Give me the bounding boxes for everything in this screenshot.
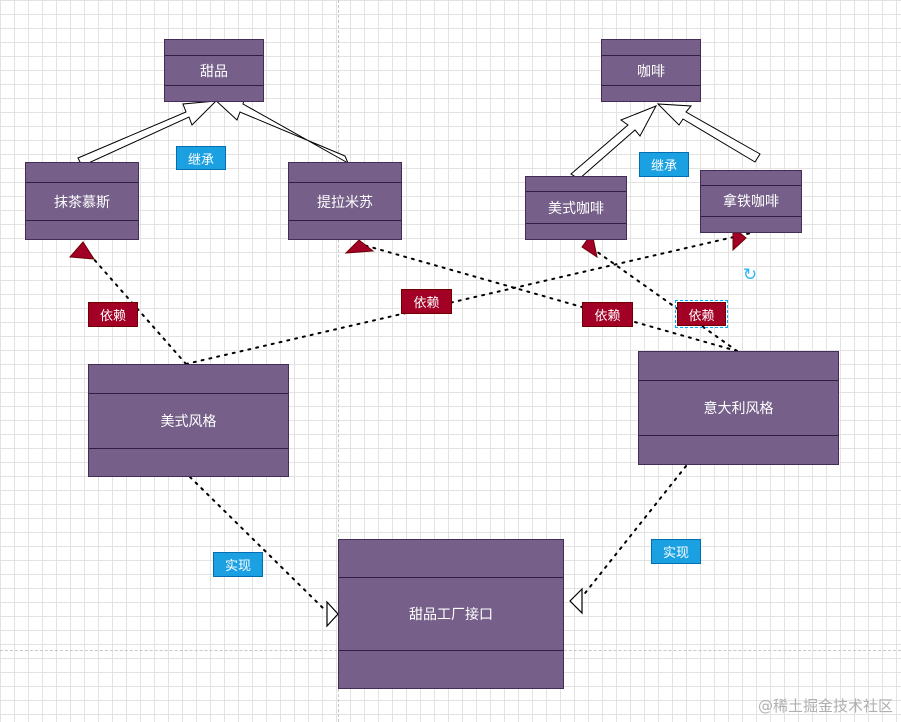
class-americano[interactable]: 美式咖啡 [525,176,627,240]
label-depend-mocha[interactable]: 依赖 [88,302,138,327]
class-name: 咖啡 [602,56,700,86]
class-methods-section [89,449,288,476]
vertical-guide-line [338,0,339,722]
class-name: 甜品 [165,56,263,86]
depend-line-american-to-mocha[interactable] [83,247,187,365]
class-name: 拿铁咖啡 [701,186,801,217]
class-methods-section [289,221,401,239]
class-kafei[interactable]: 咖啡 [601,39,701,102]
realize-arrowhead-left [326,600,339,628]
depend-arrowhead-tiramisu [344,239,375,254]
class-name: 意大利风格 [639,381,838,436]
class-name: 美式咖啡 [526,192,626,224]
label-depend-americano[interactable]: 依赖 [675,300,728,328]
depend-line-american-to-latte[interactable] [185,232,752,365]
class-latte[interactable]: 拿铁咖啡 [700,170,802,233]
realize-line-italian-to-factory[interactable] [577,465,687,603]
class-header-section [165,40,263,56]
class-methods-section [26,221,138,239]
class-methods-section [639,436,838,464]
label-implement-american[interactable]: 实现 [213,552,263,577]
class-header-section [639,352,838,381]
class-dessert-factory-interface[interactable]: 甜品工厂接口 [338,539,564,689]
class-methods-section [526,224,626,239]
class-tiandian[interactable]: 甜品 [164,39,264,102]
class-name: 抹茶慕斯 [26,183,138,221]
depend-line-italian-to-tiramisu[interactable] [359,243,738,352]
class-header-section [602,40,700,56]
class-methods-section [165,86,263,101]
label-inherit-dessert[interactable]: 继承 [176,146,226,170]
depend-line-italian-to-americano[interactable] [585,243,738,352]
class-name: 提拉米苏 [289,183,401,221]
class-header-section [289,163,401,183]
inherit-arrow-americano[interactable] [570,105,658,180]
class-header-section [89,365,288,394]
label-inherit-coffee[interactable]: 继承 [639,152,689,177]
inherit-arrow-latte[interactable] [656,103,761,163]
inherit-arrow-tiramisu[interactable] [210,95,350,165]
class-name: 甜品工厂接口 [339,578,563,651]
realize-arrowhead-right [569,587,583,615]
class-american-style[interactable]: 美式风格 [88,364,289,477]
class-tiramisu[interactable]: 提拉米苏 [288,162,402,240]
label-depend-tiramisu[interactable]: 依赖 [582,302,633,327]
class-header-section [339,540,563,578]
depend-arrowhead-mocha [68,241,95,260]
class-header-section [26,163,138,183]
class-methods-section [602,86,700,101]
class-header-section [701,171,801,186]
watermark: @稀土掘金技术社区 [757,697,893,715]
class-header-section [526,177,626,192]
class-italian-style[interactable]: 意大利风格 [638,351,839,465]
class-methods-section [339,651,563,688]
label-implement-italian[interactable]: 实现 [651,539,701,564]
realize-line-american-to-factory[interactable] [189,476,327,612]
class-name: 美式风格 [89,394,288,449]
rotate-handle-icon[interactable]: ↻ [742,265,758,285]
label-depend-latte[interactable]: 依赖 [401,289,452,314]
inherit-arrow-mocha[interactable] [77,100,218,167]
class-mocha-mousse[interactable]: 抹茶慕斯 [25,162,139,240]
class-methods-section [701,217,801,232]
